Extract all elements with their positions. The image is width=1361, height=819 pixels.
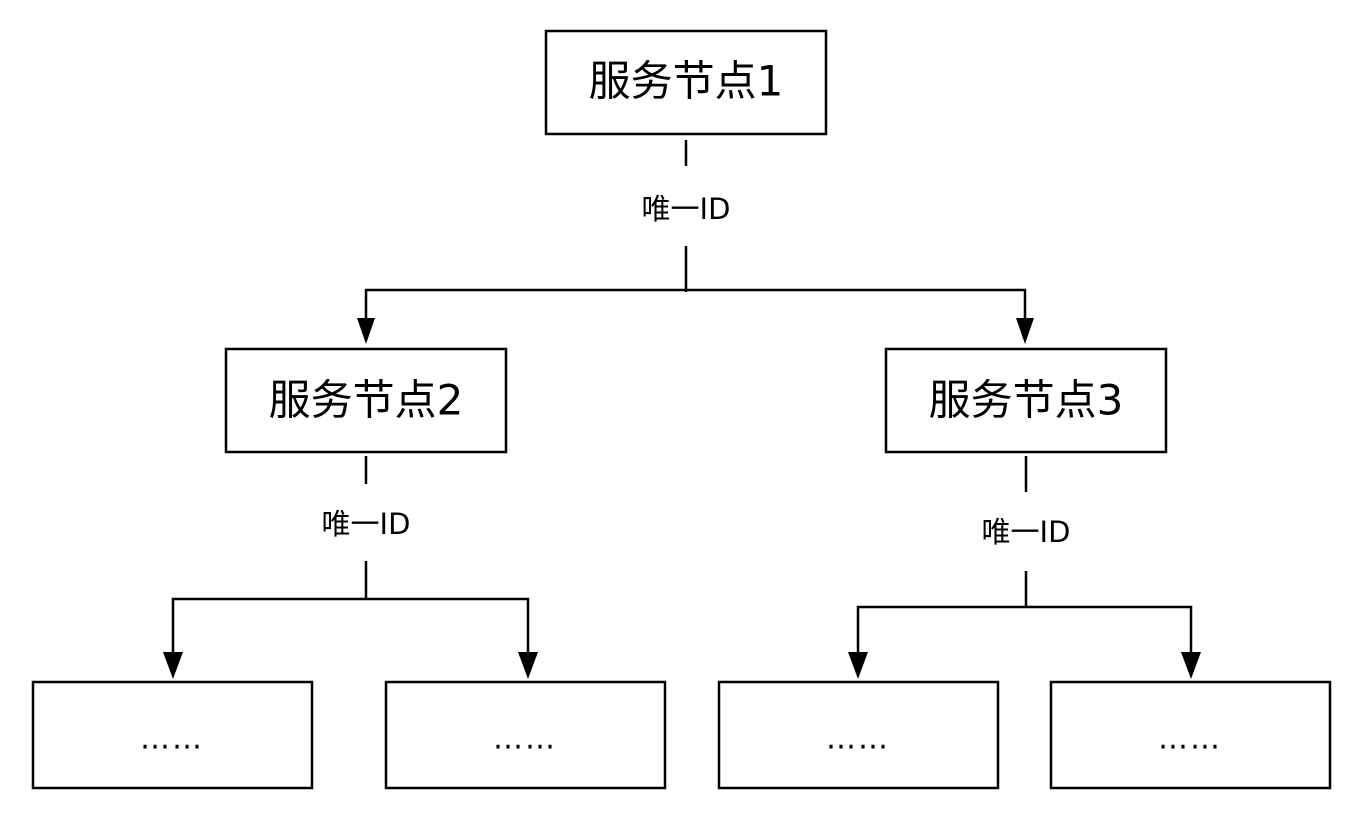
service-node-1-label: 服务节点1 — [589, 57, 784, 106]
node1-branch-bar — [364, 288, 1027, 322]
arrow-to-leaf-3 — [848, 652, 868, 679]
leaf-node-4-box — [1049, 680, 1332, 790]
leaf-node-3: …… — [717, 680, 1000, 790]
node2-branch-bar — [171, 597, 530, 656]
service-node-1-box — [544, 29, 828, 136]
leaf-node-2: …… — [384, 680, 667, 790]
service-node-1: 服务节点1 — [544, 29, 828, 136]
node1-edge-label: 唯一ID — [642, 192, 731, 226]
service-node-2: 服务节点2 — [224, 347, 508, 454]
leaf-node-4-label: …… — [1158, 722, 1222, 757]
node2-edge-label: 唯一ID — [322, 507, 411, 541]
leaf-node-3-label: …… — [826, 722, 890, 757]
node3-edge-label: 唯一ID — [982, 515, 1071, 549]
arrow-to-leaf-1 — [163, 652, 183, 679]
arrow-to-leaf-2 — [518, 652, 538, 679]
service-node-3-label: 服务节点3 — [929, 376, 1124, 425]
service-node-3-box — [884, 347, 1168, 454]
leaf-node-1-box — [31, 680, 314, 790]
leaf-node-2-box — [384, 680, 667, 790]
service-node-2-label: 服务节点2 — [269, 376, 464, 425]
service-node-3: 服务节点3 — [884, 347, 1168, 454]
service-node-2-box — [224, 347, 508, 454]
leaf-node-1-label: …… — [140, 722, 204, 757]
leaf-node-1: …… — [31, 680, 314, 790]
arrow-to-node3 — [1016, 318, 1034, 344]
leaf-node-3-box — [717, 680, 1000, 790]
leaf-node-4: …… — [1049, 680, 1332, 790]
arrow-to-node2 — [357, 318, 375, 344]
node3-branch-bar — [856, 605, 1193, 656]
leaf-node-2-label: …… — [493, 722, 557, 757]
arrow-to-leaf-4 — [1181, 652, 1201, 679]
